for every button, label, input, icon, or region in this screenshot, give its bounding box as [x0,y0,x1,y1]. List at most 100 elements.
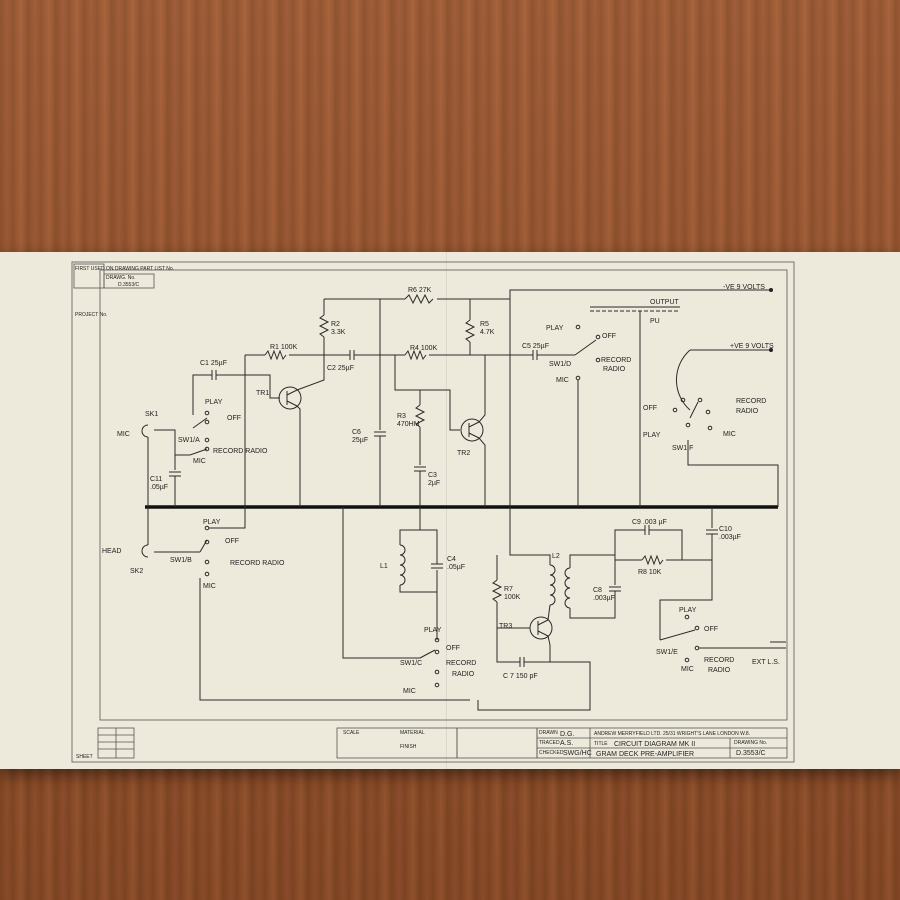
c10-label: C10.003µF [719,526,741,541]
c11-label: C11.05µF [150,476,168,491]
tone-filter: C8.003µF C9 .003 µF R8 10K C10.003µF [569,507,741,640]
sw1c-off: OFF [446,645,460,652]
sw1b-mic: MIC [203,583,216,590]
project-no-label: PROJECT No. [75,312,107,318]
c1-label: C1 25µF [200,360,227,367]
drawing-no-label-small: DRAWG. No. [106,275,136,281]
drawn-value: D.G. [560,731,574,738]
resistor-r5 [464,319,476,343]
sw1b-off: OFF [225,538,239,545]
sw1f-radio: RADIO [736,408,759,415]
sw1b-label: SW1/B [170,557,192,564]
tr2-label: TR2 [457,450,470,457]
l2-label: L2 [552,553,560,560]
sk1-label: SK1 [145,411,158,418]
transistor-tr1 [278,386,302,410]
sw1f-label: SW1 F [672,445,693,452]
drawing-area-border [99,269,788,721]
title-block: SCALE MATERIAL FINISH DRAWN D.G. TRACED … [76,727,788,760]
sw1c-play: PLAY [424,627,442,634]
drawing-no-small: D.3553/C [118,282,140,288]
sw1d-label: SW1/D [549,361,571,368]
corner-reference-box: FIRST USED ON DRAWING PART LIST No. DRAW… [73,263,174,318]
output-section: C5 25µF PLAY OFF RECORD RADIO SW1/D MIC … [485,299,680,507]
checked-value: SWG/HC [563,750,592,757]
sw1e-record: RECORD [704,657,734,664]
material-label: MATERIAL [400,730,425,736]
sheet-label: SHEET [76,754,93,760]
resistor-r2 [318,314,330,338]
sw1d-mic: MIC [556,377,569,384]
pos-9v-label: +VE 9 VOLTS [730,343,774,350]
sw1e-radio: RADIO [708,667,731,674]
sw1a-play: PLAY [205,399,223,406]
sw1e-play: PLAY [679,607,697,614]
finish-label: FINISH [400,744,417,750]
sw1c-record: RECORD [446,660,476,667]
sw1a-off: OFF [227,415,241,422]
resistor-r3 [414,404,426,428]
c7-label: C 7 150 pF [503,673,538,680]
traced-value: A.S. [560,740,573,747]
sw1e-label: SW1/E [656,649,678,656]
resistor-r1 [264,349,287,361]
sk1-mic-label: MIC [117,431,130,438]
sw1b-play: PLAY [203,519,221,526]
sk1-mic-input: SK1 MIC C11.05µF [117,411,208,507]
c4-label: C4.05µF [447,556,465,571]
title-line-2: GRAM DECK PRE-AMPLIFIER [596,751,694,758]
r4-label: R4 100K [410,345,438,352]
inductor-l1 [399,544,406,586]
resistor-r4 [404,349,427,361]
sw1f-power-switch: +VE 9 VOLTS OFF PLAY RECORD RADIO MIC SW… [643,343,779,507]
sw1d-play: PLAY [546,325,564,332]
r1-label: R1 100K [270,344,298,351]
r6-label: R6 27K [408,287,432,294]
sw1c-label: SW1/C [400,660,422,667]
transistor-tr2 [460,418,484,442]
socket-sk1 [141,424,149,438]
drawing-no-label: DRAWING No. [734,740,767,746]
traced-label: TRACED [539,740,560,746]
sw1f-record: RECORD [736,398,766,405]
sw1e-ext-ls: PLAY OFF RECORD RADIO SW1/E MIC EXT L.S. [656,607,786,674]
sk2-label: SK2 [130,568,143,575]
pu-label: PU [650,318,660,325]
tr1-label: TR1 [256,390,269,397]
first-used-label: FIRST USED ON DRAWING PART LIST No. [75,266,174,272]
sw1d-radio: RADIO [603,366,626,373]
sw1e-mic: MIC [681,666,694,673]
l1-label: L1 [380,563,388,570]
sw1d-off: OFF [602,333,616,340]
resistor-r6 [404,293,434,305]
l1-c4-tank: L1 C4.05µF [342,507,465,659]
c9-label: C9 .003 µF [632,519,667,526]
sheet-fold-crease [446,252,448,769]
sk2-head-input: HEAD SK2 SW1/B PLAY OFF RECORD RADIO MIC [102,507,470,701]
title-line-1: CIRCUIT DIAGRAM MK II [614,741,695,748]
sw1c-mic: MIC [403,688,416,695]
sw1c: PLAY OFF RECORD RADIO SW1/C MIC [400,627,476,695]
transistor-tr3 [529,616,553,640]
resistor-r8 [641,554,664,566]
scale-label: SCALE [343,730,360,736]
c8-label: C8.003µF [593,587,615,602]
checked-label: CHECKED [539,750,564,756]
r8-label: R8 10K [638,569,662,576]
output-label: OUTPUT [650,299,680,306]
tr3-label: TR3 [499,623,512,630]
c1-sw1a: C1 25µF PLAY OFF RECORD RADIO MIC SW1/A [178,360,268,465]
ext-ls-label: EXT L.S. [752,659,780,666]
resistor-r7 [491,579,503,603]
sw1f-play: PLAY [643,432,661,439]
sw1b-record-radio: RECORD RADIO [230,560,285,567]
